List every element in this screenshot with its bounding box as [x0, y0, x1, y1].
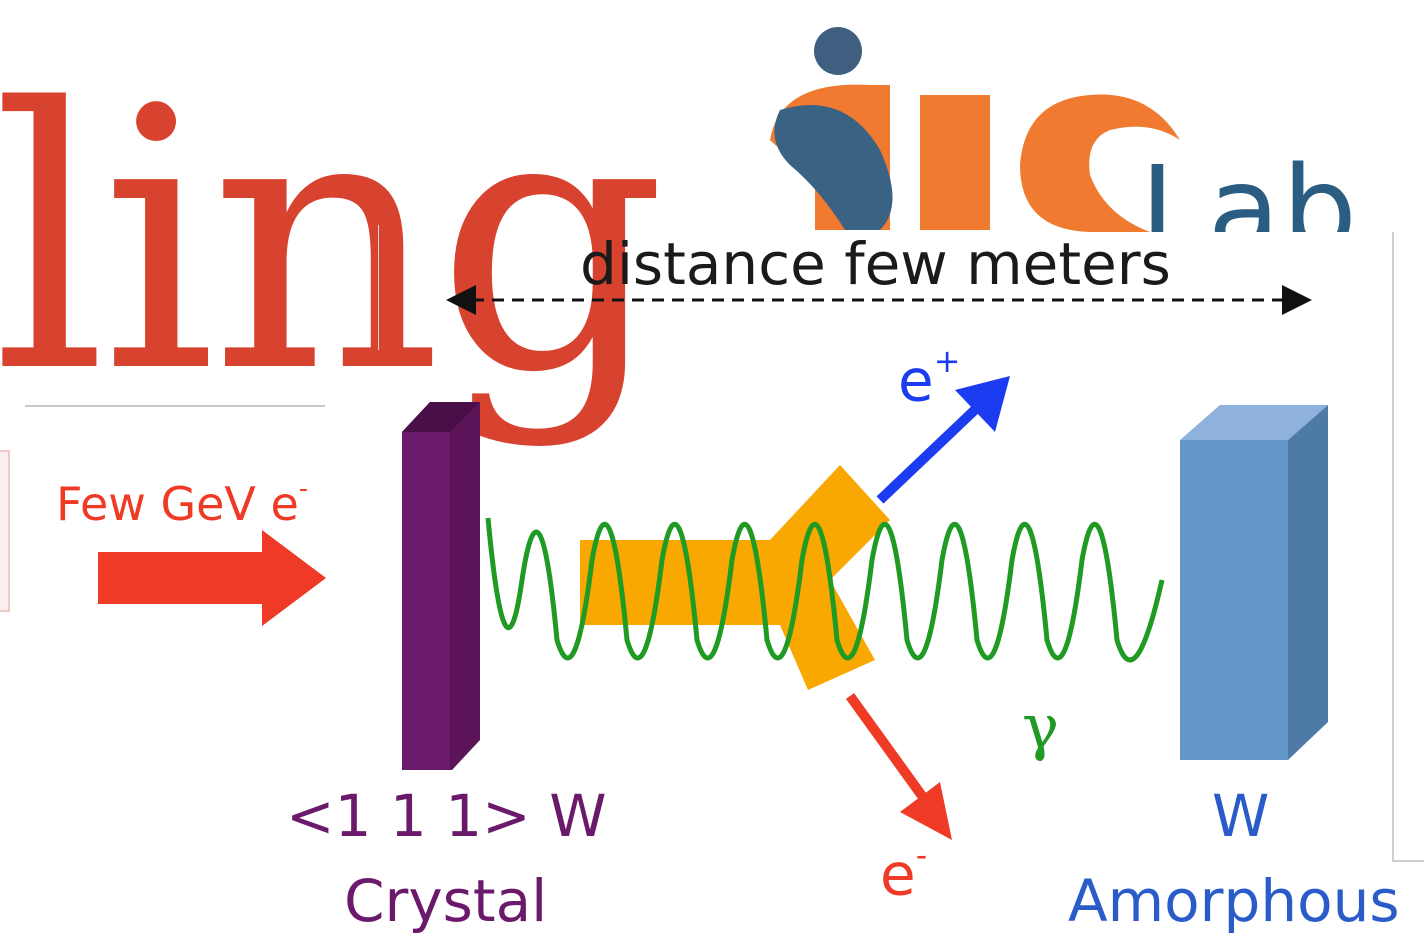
- logo-dot-icon: [814, 27, 862, 75]
- electron-arrow-icon: [900, 782, 952, 840]
- amorphous-side: [1288, 405, 1328, 760]
- diagram-frame-bottom: [1392, 860, 1424, 862]
- gamma-wave: [485, 517, 1165, 663]
- slide-title-fragment: ling: [0, 32, 667, 451]
- crystal-top: [402, 402, 480, 432]
- beam-arrow-icon: [98, 530, 326, 626]
- crystal-label: Crystal: [344, 867, 548, 935]
- left-callout-box-edge: [0, 450, 10, 612]
- distance-label: distance few meters: [580, 230, 1171, 298]
- frame-line: [378, 225, 379, 350]
- amorphous-label: Amorphous: [1068, 867, 1400, 935]
- amorphous-top: [1180, 405, 1328, 440]
- title-underline-divider: [25, 405, 325, 407]
- logo-blue-swoosh: [774, 105, 893, 230]
- electron-arrow-shaft: [845, 693, 930, 803]
- conversion-flash: [580, 465, 890, 690]
- positron-arrow-shaft: [876, 401, 984, 504]
- electron-label: e-: [880, 836, 928, 909]
- beam-label: Few GeV e-: [56, 474, 308, 531]
- crystal-axis-label: <1 1 1> W: [286, 782, 607, 850]
- positron-label: e+: [898, 342, 961, 415]
- diagram-frame-right: [1392, 232, 1394, 862]
- crystal-radiator: [402, 432, 450, 770]
- amorphous-w-label: W: [1212, 782, 1270, 850]
- amorphous-converter: [1180, 440, 1288, 760]
- gamma-label: γ: [1022, 690, 1060, 763]
- logo-c-shape: [1020, 94, 1180, 232]
- positron-arrow-icon: [955, 376, 1010, 432]
- logo-l-bar: [920, 95, 990, 230]
